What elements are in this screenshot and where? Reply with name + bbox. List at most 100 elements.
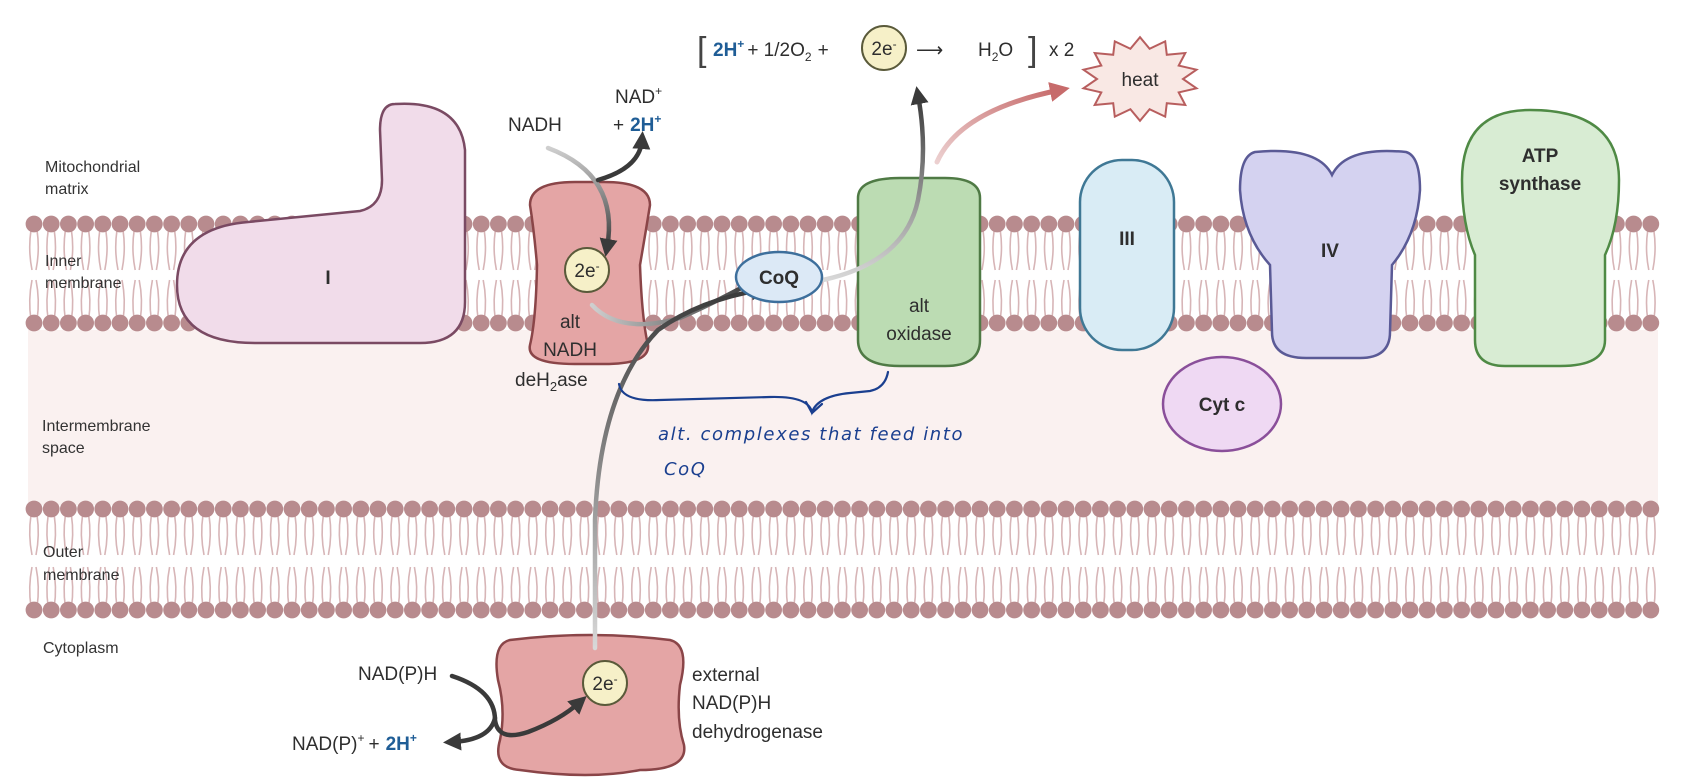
- lipid-head: [765, 215, 782, 233]
- lipid-head: [60, 314, 77, 332]
- lipid-head: [954, 500, 972, 518]
- lipid-head: [1212, 215, 1230, 233]
- lipid-head: [1556, 500, 1574, 518]
- equation-left: 2H++ 1/2O2+: [713, 37, 829, 64]
- lipid-tail: [1284, 566, 1295, 608]
- lipid-head: [1539, 500, 1556, 518]
- lipid-tail: [46, 514, 57, 556]
- lipid-tail: [476, 279, 487, 321]
- lipid-tail: [166, 279, 177, 321]
- lipid-head: [816, 601, 834, 619]
- lipid-tail: [1404, 566, 1416, 608]
- lipid-tail: [1336, 514, 1347, 556]
- lipid-tail: [132, 566, 143, 608]
- lipid-tail: [888, 566, 900, 608]
- lipid-head: [163, 601, 181, 619]
- lipid-head: [1178, 314, 1195, 332]
- lipid-head: [1074, 500, 1092, 518]
- nadph-reaction: NAD(P)H NAD(P)++2H+: [292, 664, 437, 755]
- lipid-head: [266, 601, 284, 619]
- lipid-head: [197, 215, 215, 233]
- lipid-tail: [1060, 514, 1072, 556]
- equation-bracket-open: [: [697, 31, 707, 69]
- alt-oxidase-label-line1: alt: [909, 296, 930, 317]
- lipid-tail: [252, 566, 263, 608]
- lipid-head: [868, 500, 886, 518]
- lipid-tail: [820, 229, 831, 271]
- lipid-tail: [166, 566, 177, 608]
- lipid-tail: [1043, 566, 1054, 608]
- equation-times: x 2: [1049, 40, 1074, 61]
- lipid-tail: [665, 566, 676, 608]
- lipid-head: [1384, 500, 1402, 518]
- lipid-tail: [321, 514, 332, 556]
- lipid-tail: [562, 566, 573, 608]
- lipid-tail: [1164, 514, 1175, 556]
- lipid-head: [868, 601, 886, 619]
- lipid-tail: [1181, 566, 1192, 608]
- lipid-tail: [1232, 514, 1244, 556]
- lipid-head: [1608, 601, 1625, 619]
- lipid-head: [1504, 601, 1522, 619]
- lipid-tail: [493, 279, 504, 321]
- lipid-tail: [1611, 514, 1622, 556]
- lipid-tail: [957, 566, 968, 608]
- lipid-head: [438, 601, 456, 619]
- lipid-head: [352, 500, 370, 518]
- lipid-tail: [1146, 514, 1158, 556]
- lipid-head: [1625, 500, 1642, 518]
- lipid-head: [232, 601, 249, 619]
- lipid-tail: [665, 279, 676, 321]
- lipid-head: [1384, 601, 1402, 619]
- lipid-head: [696, 601, 714, 619]
- lipid-head: [472, 215, 490, 233]
- lipid-head: [662, 215, 679, 233]
- lipid-head: [1401, 500, 1419, 518]
- nadph-release-arrow: [443, 715, 498, 751]
- lipid-tail: [424, 514, 435, 556]
- lipid-head: [1195, 500, 1212, 518]
- lipid-head: [111, 500, 129, 518]
- lipid-tail: [1112, 566, 1123, 608]
- lipid-head: [558, 601, 576, 619]
- lipid-tail: [906, 566, 917, 608]
- heat-starburst: heat: [1081, 35, 1199, 123]
- lipid-head: [902, 500, 920, 518]
- lipid-tail: [1645, 566, 1656, 608]
- lipid-head: [541, 500, 559, 518]
- complex-iv-label: IV: [1321, 241, 1339, 262]
- region-matrix-line1: Mitochondrial: [45, 159, 140, 176]
- lipid-head: [1074, 601, 1092, 619]
- lipid-head: [1229, 215, 1247, 233]
- lipid-tail: [596, 514, 607, 556]
- lipid-tail: [1525, 514, 1536, 556]
- lipid-tail: [1009, 229, 1020, 271]
- lipid-tail: [1628, 229, 1639, 271]
- lipid-head: [283, 500, 301, 518]
- lipid-head: [954, 601, 972, 619]
- lipid-tail: [1129, 514, 1140, 556]
- lipid-tail: [1026, 229, 1037, 271]
- lipid-tail: [458, 566, 470, 608]
- lipid-tail: [1060, 566, 1072, 608]
- lipid-head: [1487, 601, 1505, 619]
- lipid-tail: [286, 514, 298, 556]
- lipid-tail: [132, 279, 143, 321]
- lipid-head: [1436, 601, 1453, 619]
- lipid-tail: [1439, 566, 1450, 608]
- lipid-head: [386, 601, 404, 619]
- lipid-head: [1350, 500, 1367, 518]
- lipid-tail: [992, 566, 1003, 608]
- lipid-tail: [665, 514, 676, 556]
- lipid-tail: [1645, 514, 1656, 556]
- electron-external-label: 2e-: [592, 672, 617, 695]
- lipid-head: [77, 500, 94, 518]
- lipid-head: [748, 601, 765, 619]
- lipid-tail: [1232, 229, 1244, 271]
- nadph-label: NAD(P)H: [358, 664, 437, 685]
- lipid-head: [42, 215, 60, 233]
- lipid-head: [1006, 500, 1023, 518]
- lipid-tail: [665, 229, 676, 271]
- lipid-tail: [1422, 514, 1433, 556]
- lipid-head: [713, 314, 731, 332]
